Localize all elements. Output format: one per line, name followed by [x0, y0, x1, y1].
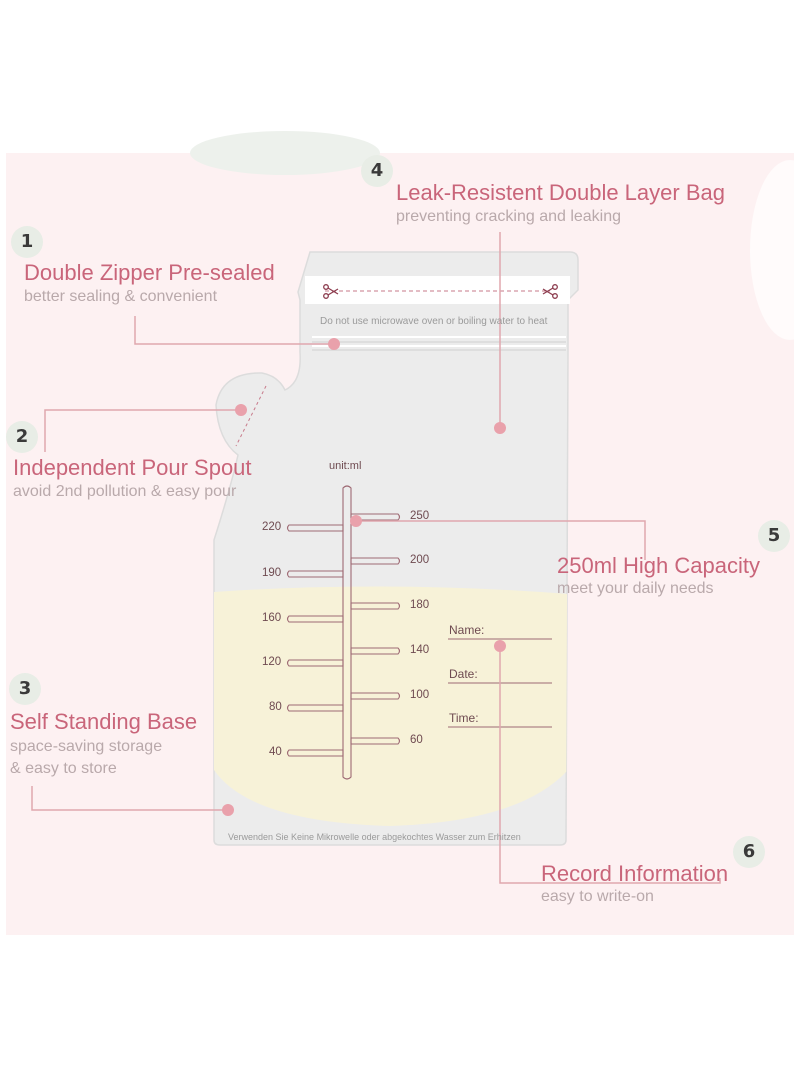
feature-number-badge: 1 [11, 226, 43, 258]
scale-label: 220 [262, 521, 282, 533]
scissors-icon [323, 284, 558, 299]
feature-number-badge: 5 [758, 520, 790, 552]
feature-subtitle: meet your daily needs [557, 580, 714, 597]
scale-label: 250 [410, 510, 430, 522]
scale-label: 80 [269, 701, 282, 713]
scale-label: 100 [410, 689, 430, 701]
feature-subtitle: avoid 2nd pollution & easy pour [13, 483, 237, 500]
feature-number-badge: 6 [733, 836, 765, 868]
bottom-warning-text: Verwenden Sie Keine Mikrowelle oder abge… [228, 832, 521, 842]
feature-subtitle: easy to write-on [541, 888, 654, 905]
scale-label: 160 [262, 612, 282, 624]
feature-title: Double Zipper Pre-sealed [24, 260, 275, 285]
measuring-scale [286, 485, 401, 780]
feature-subtitle: preventing cracking and leaking [396, 208, 622, 225]
feature-number-badge: 3 [9, 673, 41, 705]
time-field-label: Time: [449, 711, 479, 725]
feature-title: Self Standing Base [10, 709, 198, 734]
scale-label: 200 [410, 554, 430, 566]
scale-label: 40 [269, 746, 282, 758]
name-field-label: Name: [449, 623, 485, 637]
feature-title: 250ml High Capacity [557, 553, 760, 578]
top-warning-text: Do not use microwave oven or boiling wat… [320, 316, 548, 327]
unit-label: unit:ml [329, 460, 362, 472]
feature-title: Leak-Resistent Double Layer Bag [396, 180, 725, 205]
scale-label: 60 [410, 734, 423, 746]
feature-subtitle: space-saving storage [10, 738, 163, 755]
scale-label: 190 [262, 567, 282, 579]
feature-subtitle: better sealing & convenient [24, 288, 218, 305]
scale-label: 120 [262, 656, 282, 668]
scale-label: 180 [410, 599, 430, 611]
feature-subtitle: & easy to store [10, 760, 117, 777]
feature-title: Independent Pour Spout [13, 455, 252, 480]
feature-title: Record Information [541, 861, 729, 886]
date-field-label: Date: [449, 667, 478, 681]
feature-number-badge: 2 [6, 421, 38, 453]
feature-number-badge: 4 [361, 155, 393, 187]
scale-label: 140 [410, 644, 430, 656]
